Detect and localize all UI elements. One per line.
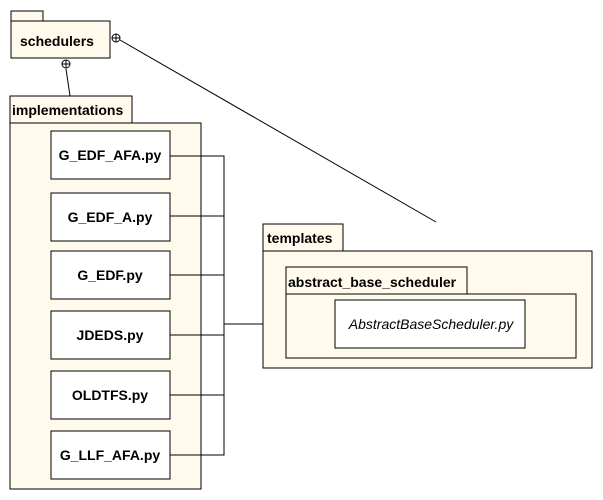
package-body: [9, 122, 202, 490]
bus-line: [170, 155, 225, 456]
package-label-templates: templates: [267, 230, 333, 246]
file-label: G_EDF_AFA.py: [59, 147, 162, 163]
file-box: [50, 130, 171, 180]
containment-line-implementations: [65, 68, 71, 97]
package-label-abstract-base-scheduler: abstract_base_scheduler: [288, 274, 457, 290]
package-label-implementations: implementations: [12, 102, 123, 118]
package-schedulers: schedulers: [10, 10, 111, 59]
containment-line-templates: [119, 39, 437, 223]
package-tab: [262, 223, 344, 252]
file-label: OLDTFS.py: [72, 387, 148, 403]
file-label: G_LLF_AFA.py: [60, 447, 161, 463]
containment-connectors: [61, 33, 437, 223]
file-label: JDEDS.py: [77, 327, 144, 343]
package-body: [10, 20, 111, 59]
file-box: [50, 250, 171, 300]
package-templates: templates abstract_base_scheduler Abstra…: [262, 223, 593, 369]
package-tab: [9, 95, 133, 124]
package-implementations: implementations G_EDF_AFA.py G_EDF_A.py …: [9, 95, 202, 490]
file-box: [50, 430, 171, 480]
package-abstract-base-scheduler: abstract_base_scheduler AbstractBaseSche…: [285, 266, 577, 359]
package-tab: [10, 10, 44, 22]
file-box: [50, 192, 171, 242]
package-label-schedulers: schedulers: [20, 33, 94, 49]
file-label: G_EDF_A.py: [68, 209, 153, 225]
file-label-abstract: AbstractBaseScheduler.py: [348, 316, 514, 332]
package-tab: [285, 266, 468, 295]
file-box: [50, 310, 171, 360]
file-box-abstract: [334, 299, 526, 349]
file-label: G_EDF.py: [77, 267, 143, 283]
